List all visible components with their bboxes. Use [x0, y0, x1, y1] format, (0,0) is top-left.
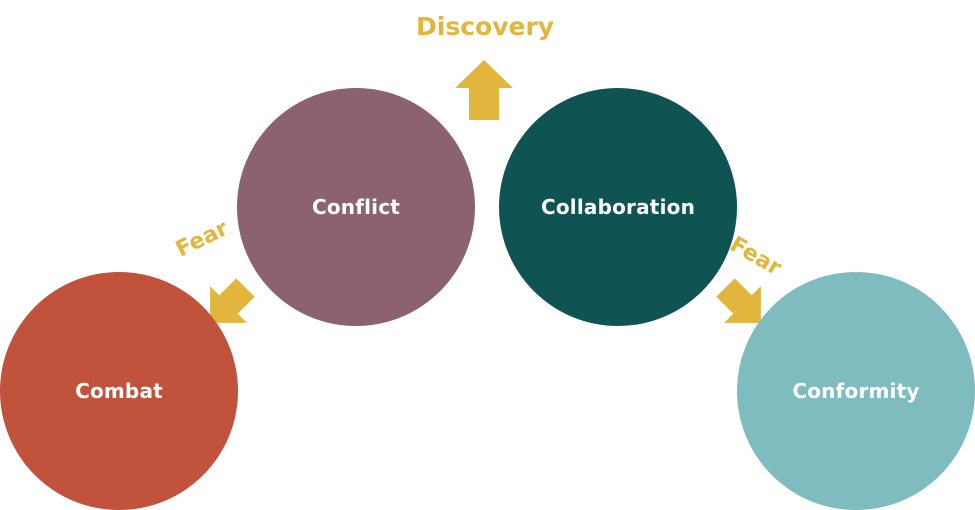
conflict-node: Conflict — [237, 88, 475, 326]
collaboration-node: Collaboration — [499, 88, 737, 326]
conformity-node: Conformity — [737, 272, 975, 510]
fear-left-arrow-icon — [210, 278, 255, 323]
discovery-up-arrow-icon — [455, 60, 513, 120]
discovery-label: Discovery — [416, 12, 555, 41]
combat-node: Combat — [0, 272, 238, 510]
conflict-label: Conflict — [311, 195, 401, 219]
fear-right-arrow-icon — [716, 278, 761, 323]
conformity-label: Conformity — [792, 379, 920, 403]
collaboration-label: Collaboration — [540, 195, 696, 219]
combat-label: Combat — [75, 379, 163, 403]
